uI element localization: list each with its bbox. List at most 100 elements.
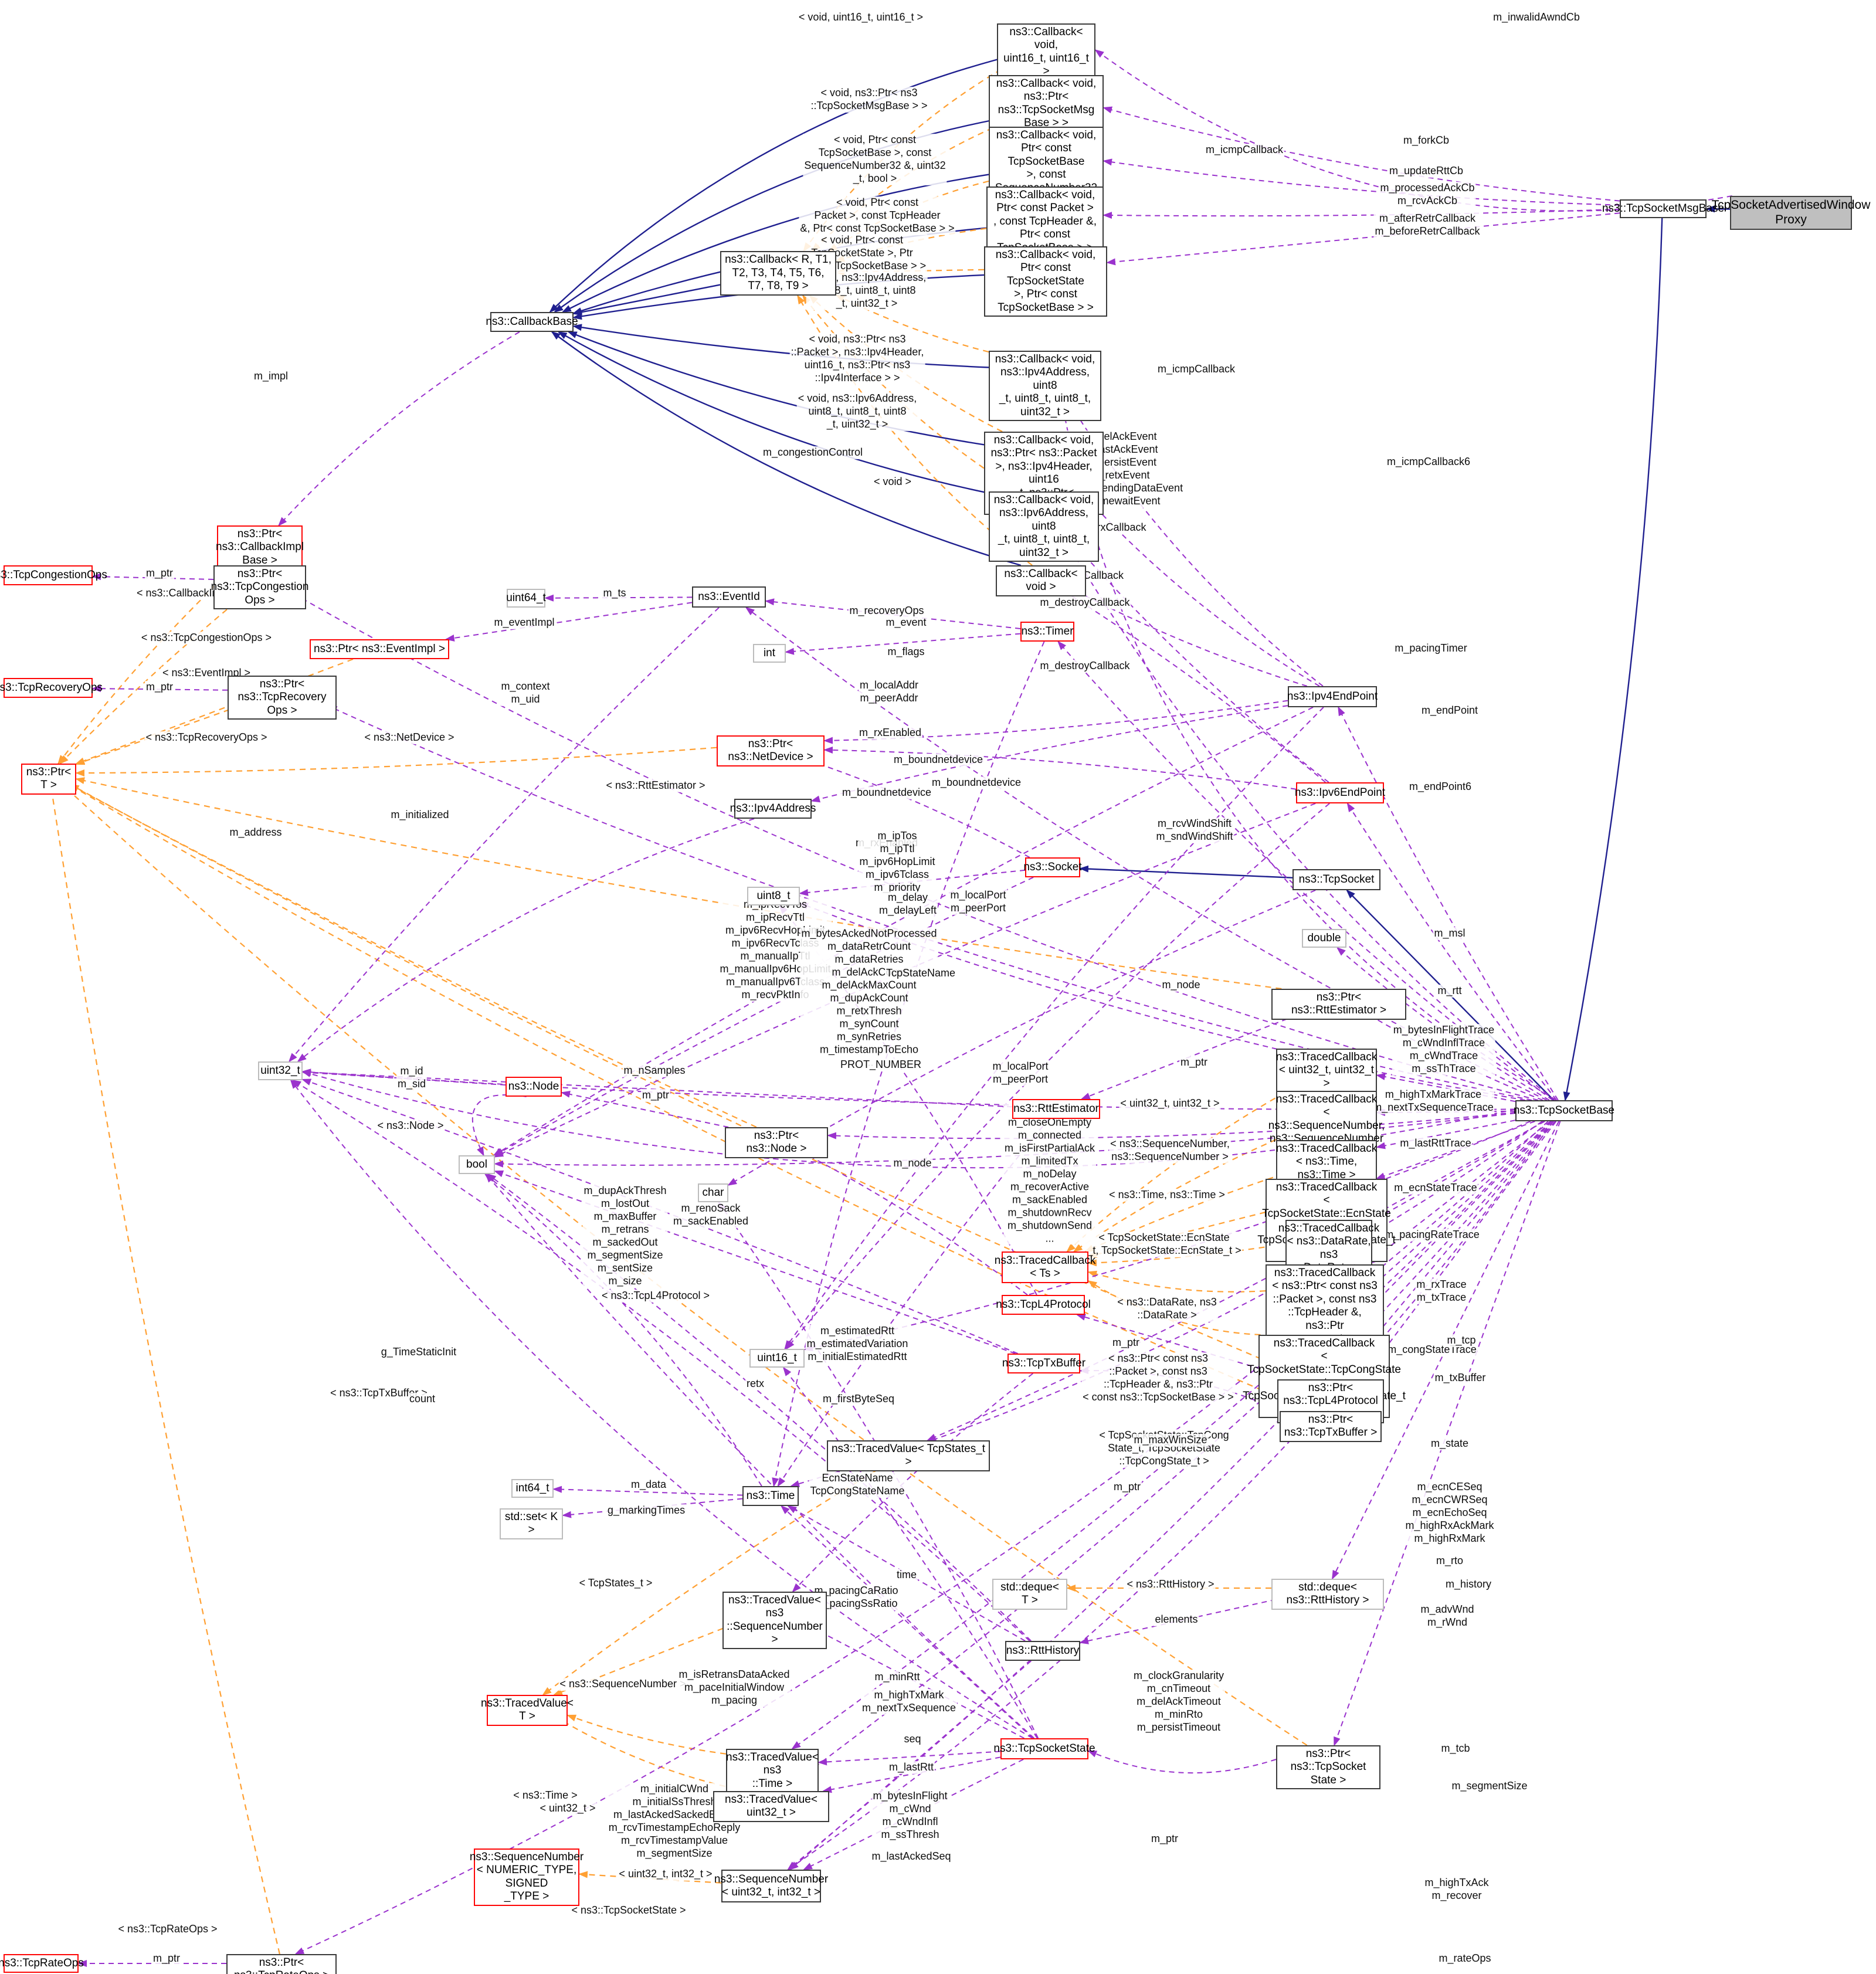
edge-usage [327, 706, 1532, 1101]
class-node-ipv4endpoint[interactable]: ns3::Ipv4EndPoint [1287, 686, 1378, 707]
edge-usage [779, 904, 1037, 1295]
class-node-ptr_rateops[interactable]: ns3::Ptr< ns3::TcpRateOps > [226, 1954, 337, 1974]
class-node-txbuffer[interactable]: ns3::TcpTxBuffer [1002, 1354, 1085, 1373]
edge-usage [784, 707, 1324, 1350]
class-node-set_k[interactable]: std::set< K > [500, 1508, 563, 1539]
edge-usage [552, 1485, 743, 1496]
edge-usage [1079, 1597, 1285, 1644]
edge-usage [791, 1121, 1552, 1750]
class-node-tcpcongops[interactable]: ns3::TcpCongestionOps [0, 565, 107, 585]
edge-usage [1375, 1121, 1535, 1179]
class-node-tv_u32[interactable]: ns3::TracedValue< uint32_t > [713, 1791, 829, 1822]
class-node-time_box[interactable]: ns3::Time [742, 1486, 799, 1506]
class-node-ptr_txbuf[interactable]: ns3::Ptr< ns3::TcpTxBuffer > [1280, 1411, 1382, 1442]
edge-usage [727, 890, 1316, 1186]
edge-template [68, 784, 1311, 1412]
class-node-uint64[interactable]: uint64_t [506, 589, 546, 608]
class-node-ptr_cbimpl[interactable]: ns3::Ptr< ns3::CallbackImpl Base > [216, 525, 304, 570]
class-node-eventid[interactable]: ns3::EventId [692, 586, 766, 608]
edge-template [75, 658, 354, 765]
edge-usage [785, 633, 1021, 655]
edge-template [1084, 1173, 1284, 1253]
class-node-tv_states[interactable]: ns3::TracedValue< TcpStates_t > [827, 1440, 990, 1471]
class-node-tc_timetime[interactable]: ns3::TracedCallback < ns3::Time, ns3::Ti… [1276, 1140, 1377, 1185]
class-node-uint8[interactable]: uint8_t [747, 887, 800, 905]
class-node-tv_time[interactable]: ns3::TracedValue< ns3 ::Time > [726, 1749, 819, 1793]
class-node-tv_t[interactable]: ns3::TracedValue< T > [481, 1695, 574, 1726]
class-node-deque_rtthist[interactable]: std::deque< ns3::RttHistory > [1271, 1579, 1384, 1610]
edge-usage [288, 607, 720, 1063]
class-node-ipv4address[interactable]: ns3::Ipv4Address [730, 799, 816, 819]
class-node-uint16[interactable]: uint16_t [749, 1349, 805, 1368]
edge-usage [789, 1660, 1032, 1871]
class-node-seqnum_u32[interactable]: ns3::SequenceNumber < uint32_t, int32_t … [714, 1870, 828, 1902]
edge-usage [1376, 1073, 1516, 1103]
class-node-msgbase[interactable]: ns3::TcpSocketMsgBase [1602, 199, 1724, 218]
edge-usage [297, 818, 755, 1063]
edge-usage [1106, 212, 1620, 266]
class-node-ipv6endpoint[interactable]: ns3::Ipv6EndPoint [1295, 782, 1385, 803]
class-node-tc_u32u32[interactable]: ns3::TracedCallback < uint32_t, uint32_t… [1276, 1049, 1377, 1093]
class-node-double_box[interactable]: double [1302, 929, 1346, 948]
class-node-ptr_state[interactable]: ns3::Ptr< ns3::TcpSocket State > [1276, 1745, 1380, 1790]
edge-usage [805, 1624, 1024, 1739]
class-node-seqnum_numeric[interactable]: ns3::SequenceNumber < NUMERIC_TYPE, SIGN… [470, 1848, 584, 1906]
edge-usage [91, 685, 228, 693]
class-node-ptr_tcprecov[interactable]: ns3::Ptr< ns3::TcpRecovery Ops > [228, 676, 337, 720]
class-node-socket[interactable]: ns3::Socket [1023, 857, 1082, 877]
edge-template [835, 294, 989, 353]
edge-template [542, 1460, 894, 1696]
edge-template [69, 784, 1311, 1381]
class-node-cb_u16[interactable]: ns3::Callback< void, uint16_t, uint16_t … [997, 23, 1095, 81]
edge-template [1073, 1134, 1287, 1253]
class-node-cb_ipv4[interactable]: ns3::Callback< void, ns3::Ipv4Address, u… [989, 351, 1101, 422]
edge-usage [544, 594, 693, 602]
edge-usage [1080, 1008, 1314, 1100]
class-node-ptr_tcpcong[interactable]: ns3::Ptr< ns3::TcpCongestion Ops > [211, 565, 308, 610]
class-node-rtthistory[interactable]: ns3::RttHistory [1005, 1641, 1080, 1661]
edge-usage [745, 606, 1548, 1101]
class-node-tracedcb_ts[interactable]: ns3::TracedCallback < Ts > [995, 1251, 1095, 1283]
edge-usage [561, 1090, 729, 1128]
edge-usage [1334, 1121, 1561, 1746]
class-node-ptr_t[interactable]: ns3::Ptr< T > [21, 764, 76, 795]
class-node-tcpl4[interactable]: ns3::TcpL4Protocol [996, 1295, 1091, 1315]
class-node-bool[interactable]: bool [459, 1155, 495, 1174]
class-node-deque_t[interactable]: std::deque< T > [992, 1579, 1067, 1610]
class-node-ptr_node[interactable]: ns3::Ptr< ns3::Node > [725, 1127, 828, 1158]
edge-usage [1063, 535, 1555, 1101]
class-node-ptr_netdevice[interactable]: ns3::Ptr< ns3::NetDevice > [717, 735, 825, 766]
edge-usage [562, 1498, 743, 1518]
class-node-tcpsocketbase[interactable]: ns3::TcpSocketBase [1514, 1100, 1614, 1121]
class-node-ptr_eventimpl[interactable]: ns3::Ptr< ns3::EventImpl > [310, 639, 449, 659]
edge-usage [827, 1111, 1516, 1139]
class-node-cb_ipv6[interactable]: ns3::Callback< void, ns3::Ipv6Address, u… [989, 491, 1099, 562]
class-node-int64[interactable]: int64_t [511, 1479, 554, 1498]
class-node-rttestimator[interactable]: ns3::RttEstimator [1012, 1099, 1100, 1119]
class-node-char[interactable]: char [698, 1183, 728, 1202]
edge-usage [1064, 585, 1308, 687]
class-node-cb_state[interactable]: ns3::Callback< void, Ptr< const TcpSocke… [984, 246, 1107, 317]
class-node-tcpsocketstate[interactable]: ns3::TcpSocketState [993, 1738, 1095, 1759]
edge-template [57, 555, 247, 765]
class-node-node[interactable]: ns3::Node [506, 1077, 562, 1097]
class-node-callbackBase[interactable]: ns3::CallbackBase [486, 312, 578, 332]
class-node-timer[interactable]: ns3::Timer [1020, 622, 1074, 642]
class-node-callbackR[interactable]: ns3::Callback< R, T1, T2, T3, T4, T5, T6… [720, 251, 836, 296]
edge-usage [487, 1173, 1032, 1641]
class-node-tcprecovops[interactable]: ns3::TcpRecoveryOps [0, 678, 103, 698]
class-node-tcprateops[interactable]: ns3::TcpRateOps [0, 1954, 84, 1973]
class-node-tv_seqnum[interactable]: ns3::TracedValue< ns3 ::SequenceNumber > [722, 1592, 827, 1649]
class-node-cb_void[interactable]: ns3::Callback< void > [996, 565, 1086, 596]
edge-usage [1102, 158, 1620, 206]
edge-usage [277, 331, 520, 527]
class-node-cb_msgbase[interactable]: ns3::Callback< void, ns3::Ptr< ns3::TcpS… [989, 75, 1104, 133]
edge-template [48, 784, 280, 1955]
edge-usage [296, 595, 1538, 1101]
edge-usage [91, 573, 214, 581]
class-node-ptr_rtt[interactable]: ns3::Ptr< ns3::RttEstimator > [1271, 989, 1406, 1020]
class-node-tcpsocket[interactable]: ns3::TcpSocket [1292, 869, 1380, 890]
class-node-uint32[interactable]: uint32_t [258, 1061, 303, 1080]
class-node-int_box[interactable]: int [753, 644, 786, 663]
